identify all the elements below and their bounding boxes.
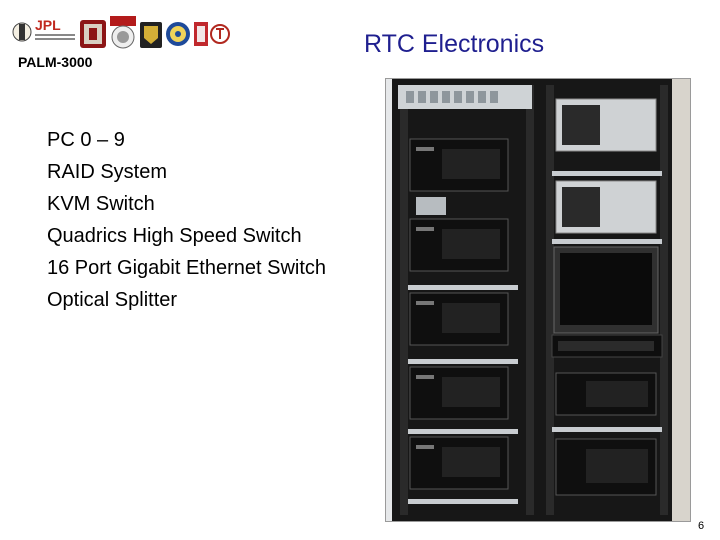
- university-logo: [80, 20, 106, 48]
- seal-logo: [166, 22, 190, 46]
- bullet-item: 16 Port Gigabit Ethernet Switch: [47, 257, 327, 279]
- crest-logo: [140, 22, 162, 48]
- bullet-item: Quadrics High Speed Switch: [47, 225, 302, 247]
- bullet-item: KVM Switch: [47, 193, 155, 215]
- bullet-list: PC 0 – 9 RAID System KVM Switch Quadrics…: [47, 124, 326, 316]
- brand-label: PALM-3000: [18, 54, 93, 70]
- right-rack: [542, 79, 672, 521]
- rack-photo: [385, 78, 691, 522]
- jpl-logo: JPL: [12, 17, 75, 42]
- logo-strip: JPL: [10, 10, 230, 50]
- bullet-item: RAID System: [47, 161, 168, 183]
- page-number: 6: [698, 520, 705, 532]
- slide-title: RTC Electronics: [364, 30, 545, 58]
- bullet-item: Optical Splitter: [47, 289, 178, 311]
- cornell-seal: [110, 16, 136, 49]
- badge-logo: [194, 22, 208, 46]
- institution-logo: [210, 24, 230, 44]
- left-rack: [392, 79, 542, 521]
- svg-text:JPL: JPL: [35, 17, 61, 33]
- bullet-item: PC 0 – 9: [47, 129, 125, 151]
